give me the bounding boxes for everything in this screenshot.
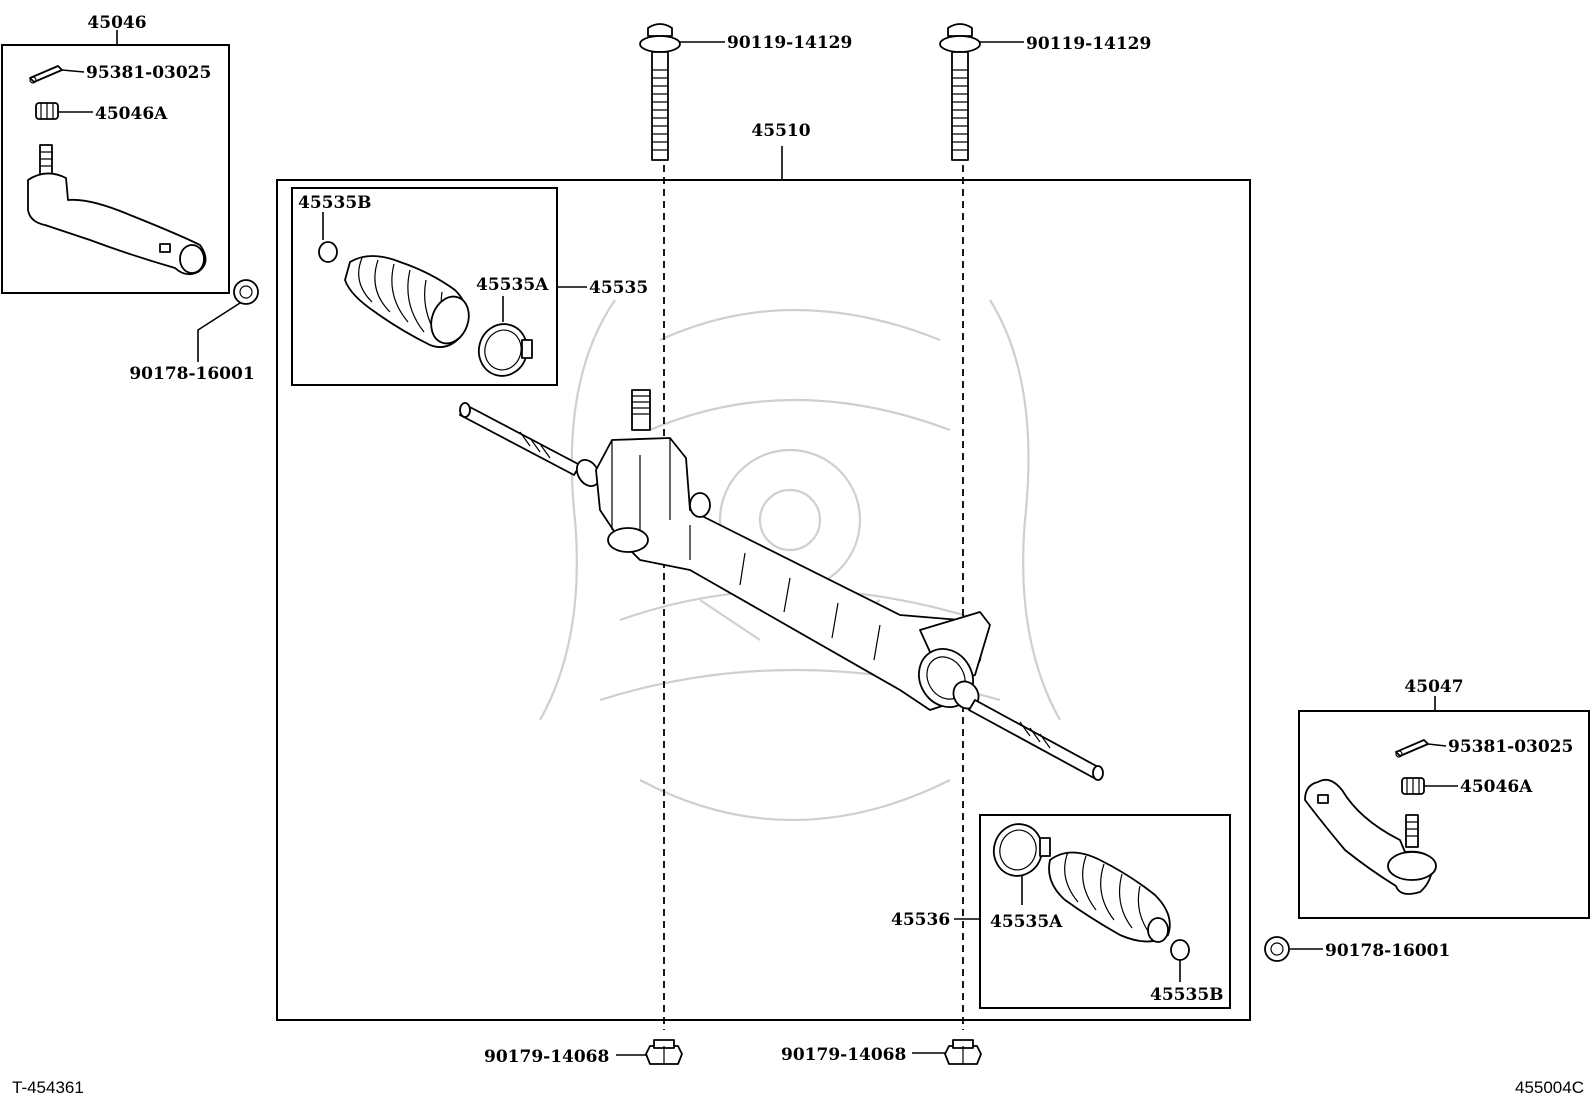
label-boot-clip-large-rh: 45535A <box>990 912 1063 932</box>
label-boot-kit-rh: 45536 <box>891 910 950 930</box>
label-boot-clip-small-rh: 45535B <box>1150 985 1224 1005</box>
label-tie-rod-end-lh: 45046 <box>87 13 146 33</box>
label-nut-lh: 90178-16001 <box>129 364 254 384</box>
label-nut-rh: 90178-16001 <box>1325 941 1450 961</box>
tie-rod-end-rh-part <box>1304 778 1437 895</box>
bolt-nut-left <box>645 1039 683 1065</box>
tie-rod-end-lh-part <box>27 144 207 276</box>
label-bolt-nut-right: 90179-14068 <box>781 1045 906 1065</box>
boot-kit-lh-group: 45535B 45535A <box>291 187 558 386</box>
label-boot-clip-large-lh: 45535A <box>476 275 549 295</box>
tie-rod-end-rh-group: 45047 95381-03025 45046A <box>1298 677 1590 919</box>
label-cotter-pin-lh: 95381-03025 <box>86 63 211 83</box>
footer-right-code: 455004C <box>1515 1078 1584 1097</box>
cotter-pin-lh <box>29 65 63 84</box>
steering-rack <box>459 389 1104 781</box>
castle-nut-lh <box>35 102 59 120</box>
label-bolt-left: 90119-14129 <box>727 33 852 53</box>
label-tie-rod-end-rh: 45047 <box>1404 677 1463 697</box>
boot-kit-rh-box <box>979 814 1231 1009</box>
label-castle-nut-lh: 45046A <box>95 104 168 124</box>
bolt-right <box>939 23 981 161</box>
label-rack-assembly: 45510 <box>751 121 810 141</box>
boot-kit-rh-group: 45535A 45535B <box>979 814 1231 1009</box>
boot-clip-large-lh <box>477 323 533 377</box>
tie-rod-end-rh-box <box>1298 710 1590 919</box>
nut-rh <box>1264 936 1290 962</box>
nut-lh <box>233 279 259 305</box>
label-bolt-right: 90119-14129 <box>1026 34 1151 54</box>
boot-lh <box>344 255 470 348</box>
castle-nut-rh <box>1401 777 1425 795</box>
watermark-logo <box>539 299 1061 821</box>
label-boot-kit-lh: 45535 <box>589 278 648 298</box>
tie-rod-end-lh-group: 45046 95381-03025 45046A <box>1 13 230 294</box>
footer-left-code: T-454361 <box>12 1078 84 1097</box>
tie-rod-end-lh-box <box>1 44 230 294</box>
label-cotter-pin-rh: 95381-03025 <box>1448 737 1573 757</box>
boot-clip-small-rh <box>1170 939 1190 961</box>
label-castle-nut-rh: 45046A <box>1460 777 1533 797</box>
rack-assembly-box <box>276 179 1251 1021</box>
label-bolt-nut-left: 90179-14068 <box>484 1047 609 1067</box>
bolt-nut-right <box>944 1039 982 1065</box>
label-boot-clip-small-lh: 45535B <box>298 193 372 213</box>
bolt-left <box>639 23 681 161</box>
boot-clip-small-lh <box>318 241 338 263</box>
boot-rh <box>1048 851 1171 943</box>
boot-clip-large-rh <box>992 823 1051 877</box>
cotter-pin-rh <box>1395 739 1429 758</box>
